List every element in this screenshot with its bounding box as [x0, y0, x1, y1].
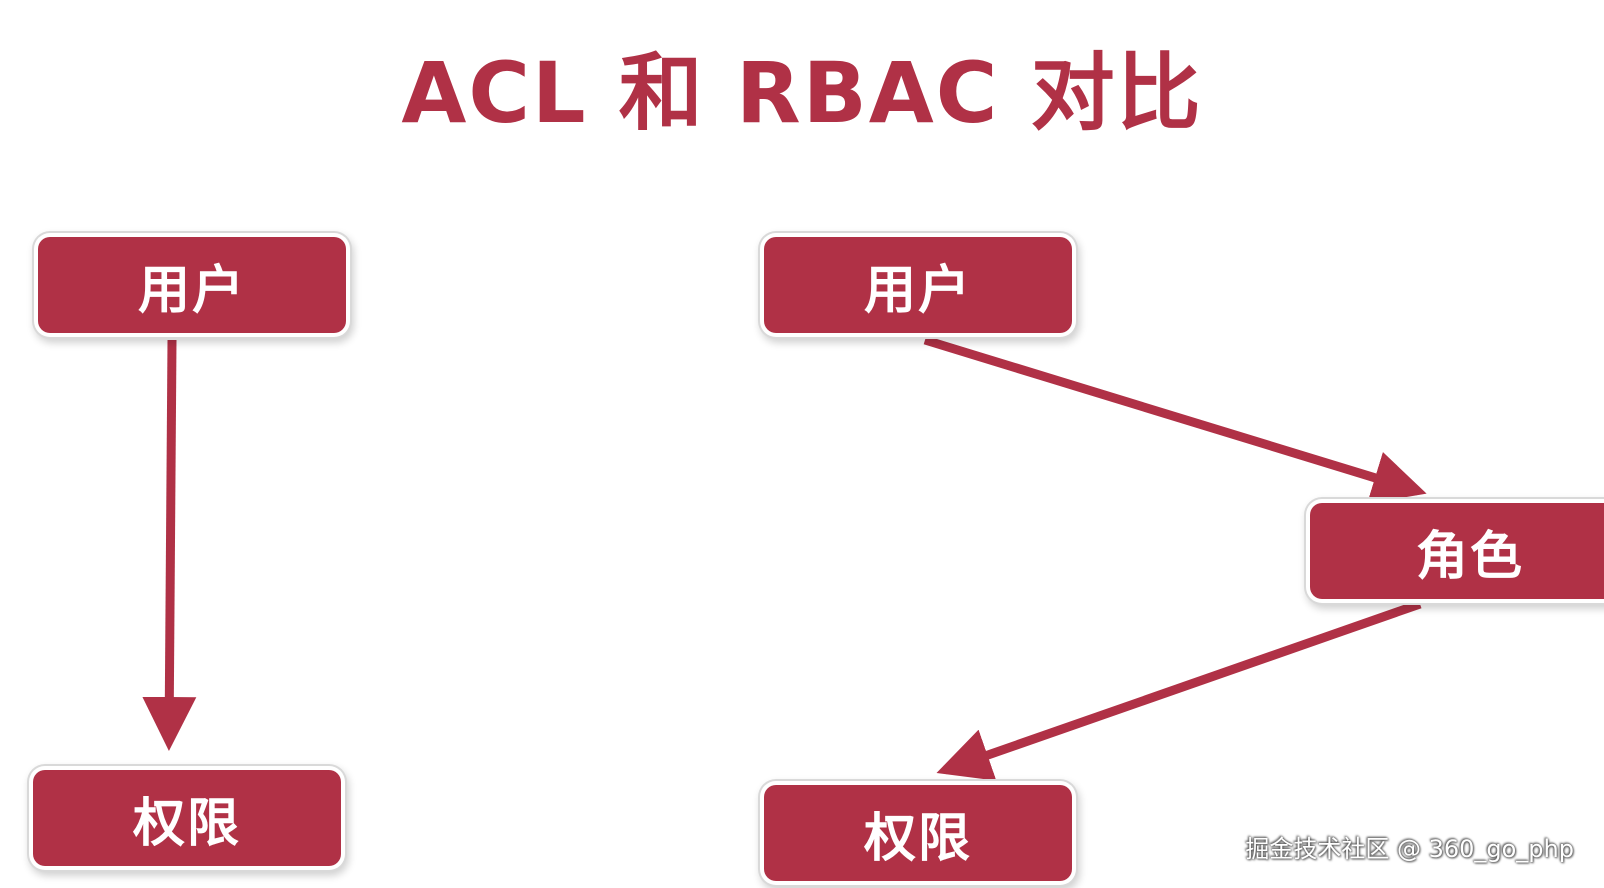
rbac-user-node: 用户 [764, 237, 1072, 333]
acl-permission-node: 权限 [33, 770, 341, 866]
rbac-permission-node: 权限 [764, 785, 1072, 881]
rbac-user-label: 用户 [863, 260, 972, 321]
acl-user-node: 用户 [38, 237, 346, 333]
page-title: ACL 和 RBAC 对比 [401, 44, 1203, 142]
watermark: 掘金技术社区 @ 360_go_php [1245, 835, 1574, 863]
rbac-role-to-permission-arrow [936, 599, 1422, 781]
rbac-permission-label: 权限 [863, 808, 972, 869]
acl-user-label: 用户 [137, 260, 246, 321]
rbac-role-label: 角色 [1415, 526, 1524, 587]
acl-permission-label: 权限 [132, 793, 241, 854]
acl-user-to-permission-arrow [142, 339, 197, 751]
rbac-user-to-role-arrow [923, 335, 1427, 504]
rbac-role-node: 角色 [1310, 503, 1604, 599]
